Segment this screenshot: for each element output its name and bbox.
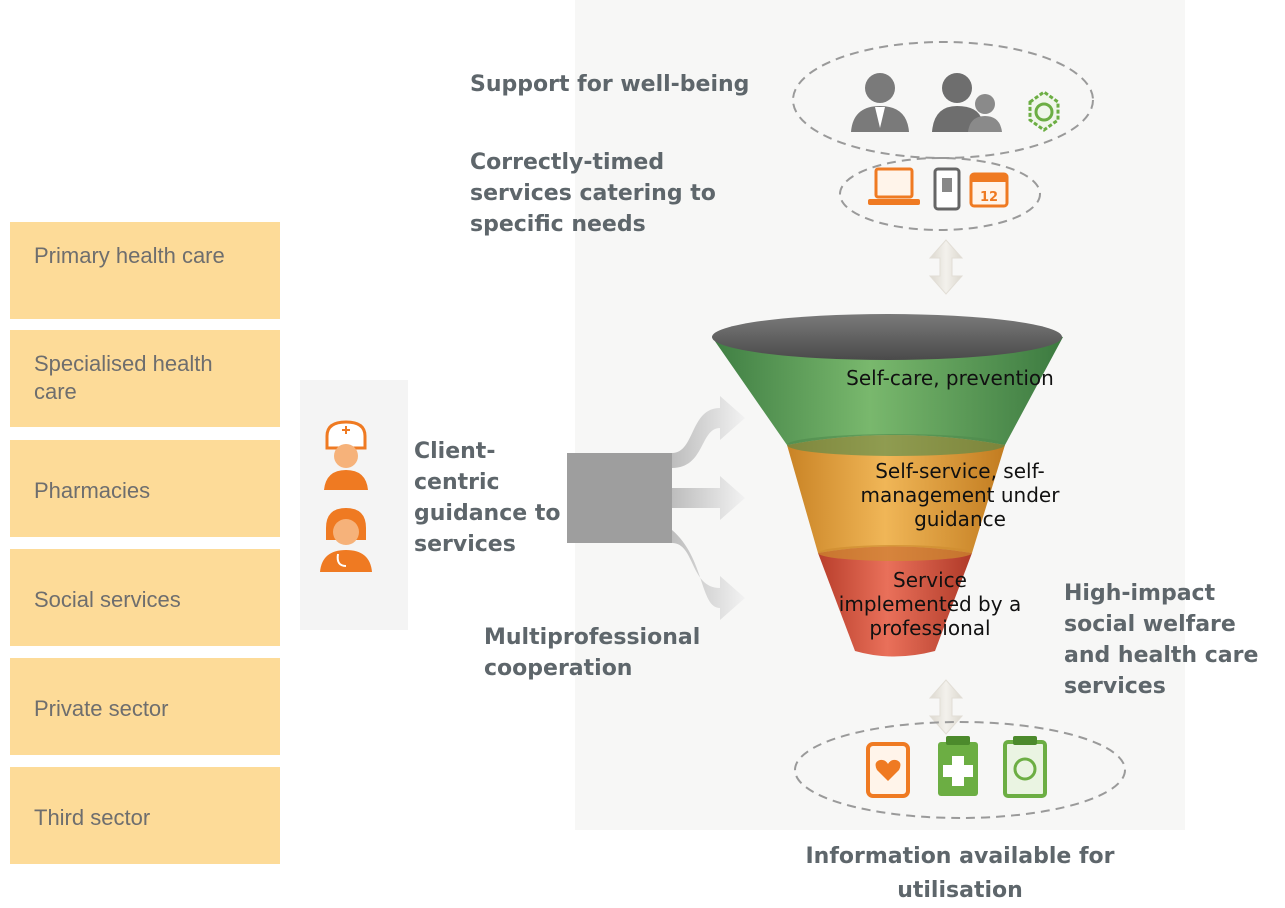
doctor-icon xyxy=(320,508,372,572)
sector-third-sector: Third sector xyxy=(10,767,280,864)
phone-icon xyxy=(933,167,961,211)
people-background-panel xyxy=(300,380,408,630)
timed-services-icon-group: 12 xyxy=(839,157,1041,231)
label-high-impact: High-impact social welfare and health ca… xyxy=(1064,581,1259,699)
double-arrow-bottom-icon xyxy=(928,679,964,735)
sector-private-sector: Private sector xyxy=(10,658,280,755)
laptop-icon xyxy=(868,167,920,205)
label-client-guidance: Client-centric guidance to services xyxy=(414,439,561,557)
wellbeing-icon-group xyxy=(792,41,1094,159)
label-wellbeing: Support for well-being xyxy=(470,72,750,97)
label-multiprofessional: Multiprofessional cooperation xyxy=(484,625,701,681)
sector-primary-health-care: Primary health care xyxy=(10,222,280,319)
label-timed-services: Correctly-timed services catering to spe… xyxy=(470,150,716,237)
sector-pharmacies: Pharmacies xyxy=(10,440,280,537)
funnel-label-middle: Self-service, self-management under guid… xyxy=(860,459,1060,531)
funnel-label-top: Self-care, prevention xyxy=(846,366,1054,390)
funnel xyxy=(712,314,1063,657)
professional-person-icon xyxy=(851,73,909,132)
sector-social-services: Social services xyxy=(10,549,280,646)
branching-arrows-icon xyxy=(567,396,745,620)
funnel-rim xyxy=(712,314,1062,360)
tablet-heart-icon xyxy=(866,742,910,798)
funnel-section-red xyxy=(818,546,972,657)
double-arrow-top-icon xyxy=(928,239,964,295)
child-clipboard-icon xyxy=(1003,736,1047,798)
calendar-day: 12 xyxy=(980,190,998,205)
nurse-icon xyxy=(324,420,368,490)
medical-clipboard-icon xyxy=(938,736,978,796)
funnel-label-bottom: Service implemented by a professional xyxy=(838,568,1022,640)
parent-child-icon xyxy=(932,73,1002,132)
information-icon-group xyxy=(794,721,1126,819)
calendar-icon: 12 xyxy=(969,172,1009,208)
baby-icon xyxy=(1028,90,1060,132)
funnel-section-orange xyxy=(787,435,1005,553)
sector-specialised-health-care: Specialised health care xyxy=(10,330,280,427)
label-information: Information available for utilisation xyxy=(805,844,1115,903)
